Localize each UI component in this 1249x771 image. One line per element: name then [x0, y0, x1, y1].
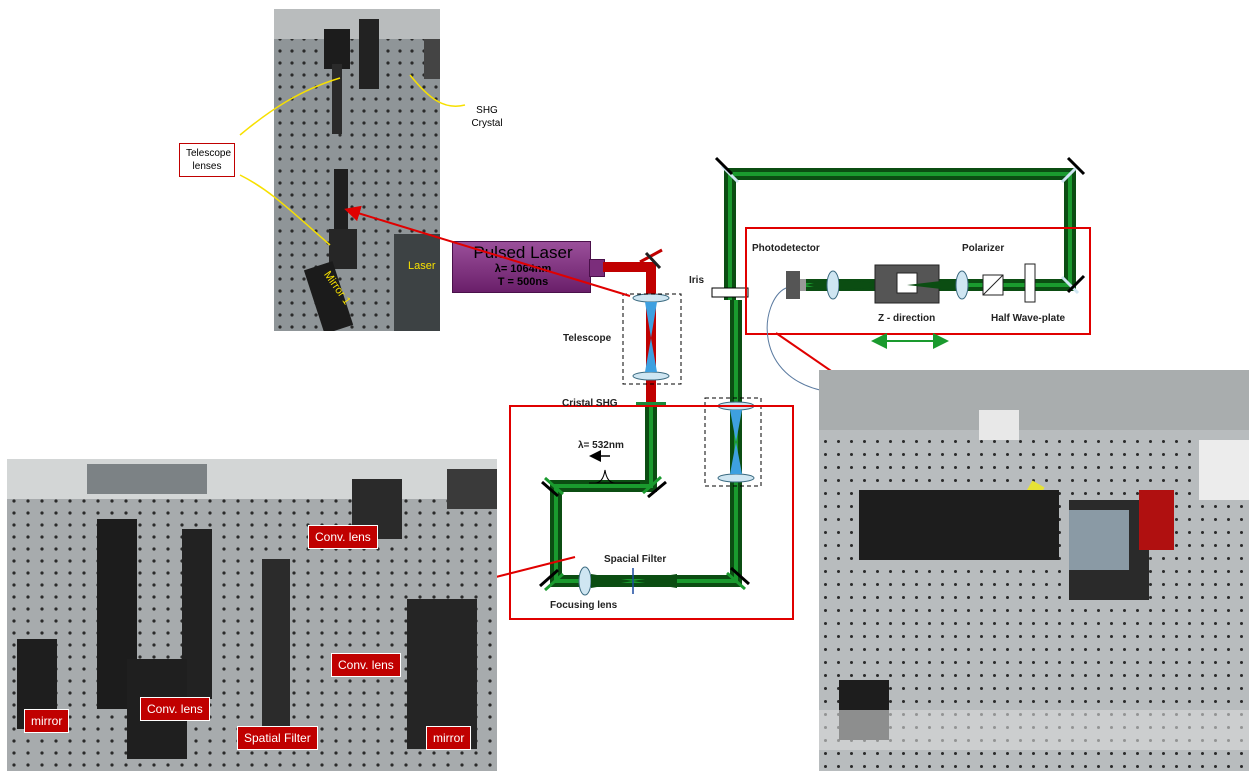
iris-label: Iris — [689, 275, 704, 286]
conv-lens-label-2: Conv. lens — [331, 653, 401, 677]
conv-lens-label-3: Conv. lens — [140, 697, 210, 721]
spacial-filter-label: Spacial Filter — [604, 554, 666, 565]
bottom-left-bench-photo — [7, 459, 497, 771]
red-beam — [603, 262, 656, 402]
spatial-filter-label: Spatial Filter — [237, 726, 318, 750]
photodetector-label: Photodetector — [752, 243, 820, 254]
conv-lens-label-1: Conv. lens — [308, 525, 378, 549]
polarizer-label: Polarizer — [962, 243, 1004, 254]
half-wave-plate-label: Half Wave-plate — [991, 313, 1065, 324]
focusing-lens-label: Focusing lens — [550, 600, 617, 611]
mirror-label-right: mirror — [426, 726, 471, 750]
telescope-label: Telescope — [563, 333, 611, 344]
bottom-right-bench-photo — [819, 370, 1249, 771]
focusing-lens-icon — [579, 567, 677, 595]
cristal-shg-label: Cristal SHG — [562, 398, 618, 409]
z-direction-label: Z - direction — [878, 313, 935, 324]
pulse-icon — [589, 456, 640, 483]
iris-icon — [712, 288, 748, 297]
wavelength-532-label: λ= 532nm — [578, 440, 624, 451]
telescope-lens-icon — [633, 294, 669, 380]
mirror-label-left: mirror — [24, 709, 69, 733]
second-telescope-icon — [718, 402, 754, 482]
